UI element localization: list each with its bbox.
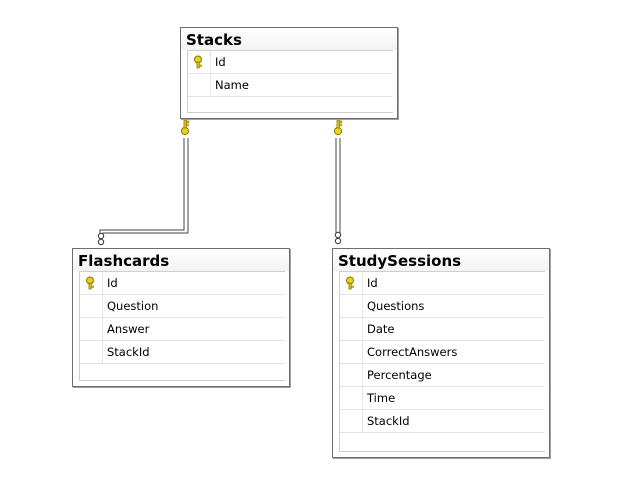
primary-key-icon (346, 276, 354, 290)
relationship-infinity-icon (97, 232, 105, 246)
column-row[interactable]: Answer (80, 318, 285, 341)
column-name: StackId (107, 345, 150, 359)
row-selector[interactable] (80, 318, 103, 340)
column-row[interactable]: Date (340, 318, 545, 341)
row-selector[interactable] (340, 364, 363, 386)
column-row[interactable]: Questions (340, 295, 545, 318)
relationship-stacks-flashcards[interactable] (97, 119, 190, 246)
column-row[interactable]: Id (188, 51, 393, 74)
column-name: Time (367, 391, 396, 405)
column-row[interactable]: Time (340, 387, 545, 410)
column-row[interactable]: Question (80, 295, 285, 318)
table-studysessions[interactable]: StudySessions Id Questions Date (332, 248, 550, 458)
table-title: StudySessions (333, 249, 549, 271)
row-selector[interactable] (340, 387, 363, 409)
table-stacks[interactable]: Stacks Id Name (180, 27, 398, 119)
row-selector[interactable] (340, 318, 363, 340)
column-grid: Id Name (187, 50, 393, 113)
primary-key-icon (194, 55, 202, 69)
column-name: CorrectAnswers (367, 345, 458, 359)
column-name: Name (215, 78, 249, 92)
column-row[interactable]: Name (188, 74, 393, 97)
row-selector[interactable] (188, 74, 211, 96)
column-name: Id (367, 276, 378, 290)
table-title: Flashcards (73, 249, 289, 271)
column-grid: Id Question Answer StackId (79, 271, 285, 381)
column-name: Question (107, 299, 159, 313)
column-name: StackId (367, 414, 410, 428)
row-selector[interactable] (340, 410, 363, 432)
column-row[interactable]: CorrectAnswers (340, 341, 545, 364)
column-row[interactable]: Percentage (340, 364, 545, 387)
row-selector[interactable] (80, 272, 103, 294)
table-flashcards[interactable]: Flashcards Id Question Answer (72, 248, 290, 387)
column-row[interactable]: Id (340, 272, 545, 295)
primary-key-icon (86, 276, 94, 290)
table-title: Stacks (181, 28, 397, 50)
column-name: Percentage (367, 368, 432, 382)
column-name: Date (367, 322, 395, 336)
column-name: Id (107, 276, 118, 290)
column-name: Id (215, 55, 226, 69)
row-selector[interactable] (188, 51, 211, 73)
relationship-infinity-icon (334, 231, 342, 245)
row-selector[interactable] (80, 341, 103, 363)
relationship-stacks-studysessions[interactable] (333, 119, 343, 245)
column-grid: Id Questions Date CorrectAnswers Percent… (339, 271, 545, 452)
column-row[interactable]: StackId (340, 410, 545, 433)
column-row[interactable]: StackId (80, 341, 285, 364)
relationship-key-icon (333, 119, 343, 136)
column-name: Questions (367, 299, 425, 313)
column-row[interactable]: Id (80, 272, 285, 295)
row-selector[interactable] (340, 341, 363, 363)
row-selector[interactable] (340, 272, 363, 294)
row-selector[interactable] (80, 295, 103, 317)
column-name: Answer (107, 322, 150, 336)
relationship-key-icon (180, 119, 190, 136)
row-selector[interactable] (340, 295, 363, 317)
